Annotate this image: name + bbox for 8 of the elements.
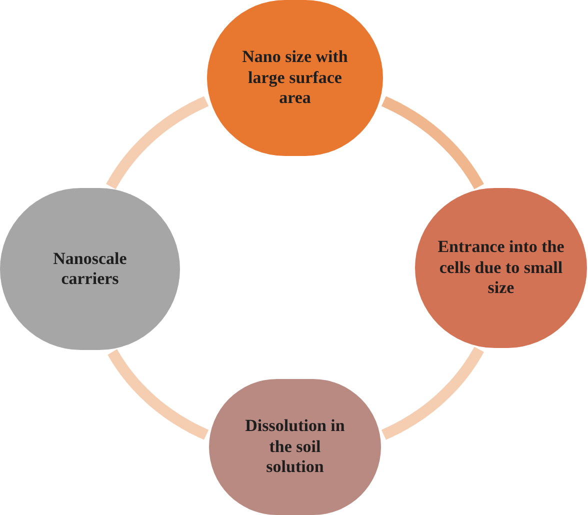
node-text: Nanoscale carriers [52, 248, 128, 290]
ring-arc [380, 96, 484, 191]
ring-arc [108, 348, 210, 440]
node-text: Entrance into the cells due to small size [436, 237, 566, 299]
ring-arc [106, 96, 210, 191]
node-text: Nano size with large surface area [241, 47, 349, 109]
node-text: Dissolution in the soil solution [244, 416, 346, 478]
ring-arc [380, 345, 484, 440]
